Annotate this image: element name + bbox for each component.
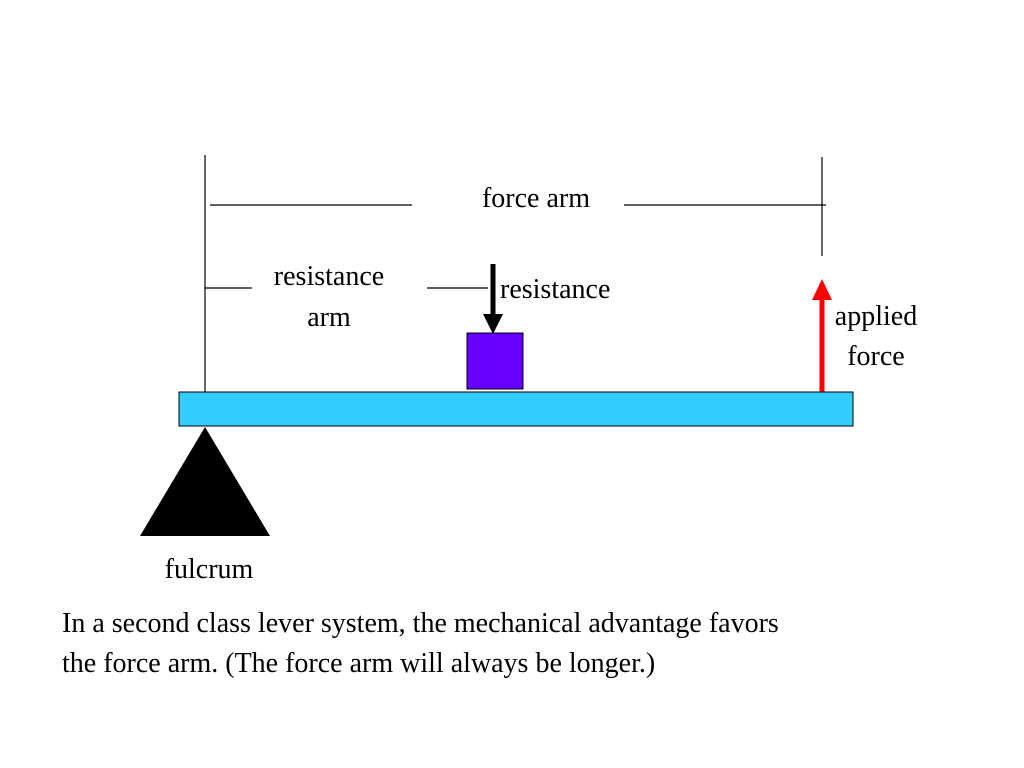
fulcrum-triangle [140,427,270,536]
resistance-label: resistance [500,274,610,305]
applied-force-arrow-head [812,279,832,300]
applied-force-label-line1: applied [835,301,917,332]
resistance-arm-label-line1: resistance [274,261,384,292]
lever-bar [178,391,854,427]
fulcrum-label: fulcrum [165,554,254,585]
resistance-block [466,332,524,390]
resistance-arrow-head [483,314,503,334]
caption-line-2: the force arm. (The force arm will alway… [62,648,656,679]
applied-force-label-line2: force [847,341,905,372]
resistance-arm-label-line2: arm [307,302,351,333]
caption-line-1: In a second class lever system, the mech… [62,608,779,639]
force-arm-label: force arm [482,183,590,214]
caption: In a second class lever system, the mech… [62,604,962,684]
